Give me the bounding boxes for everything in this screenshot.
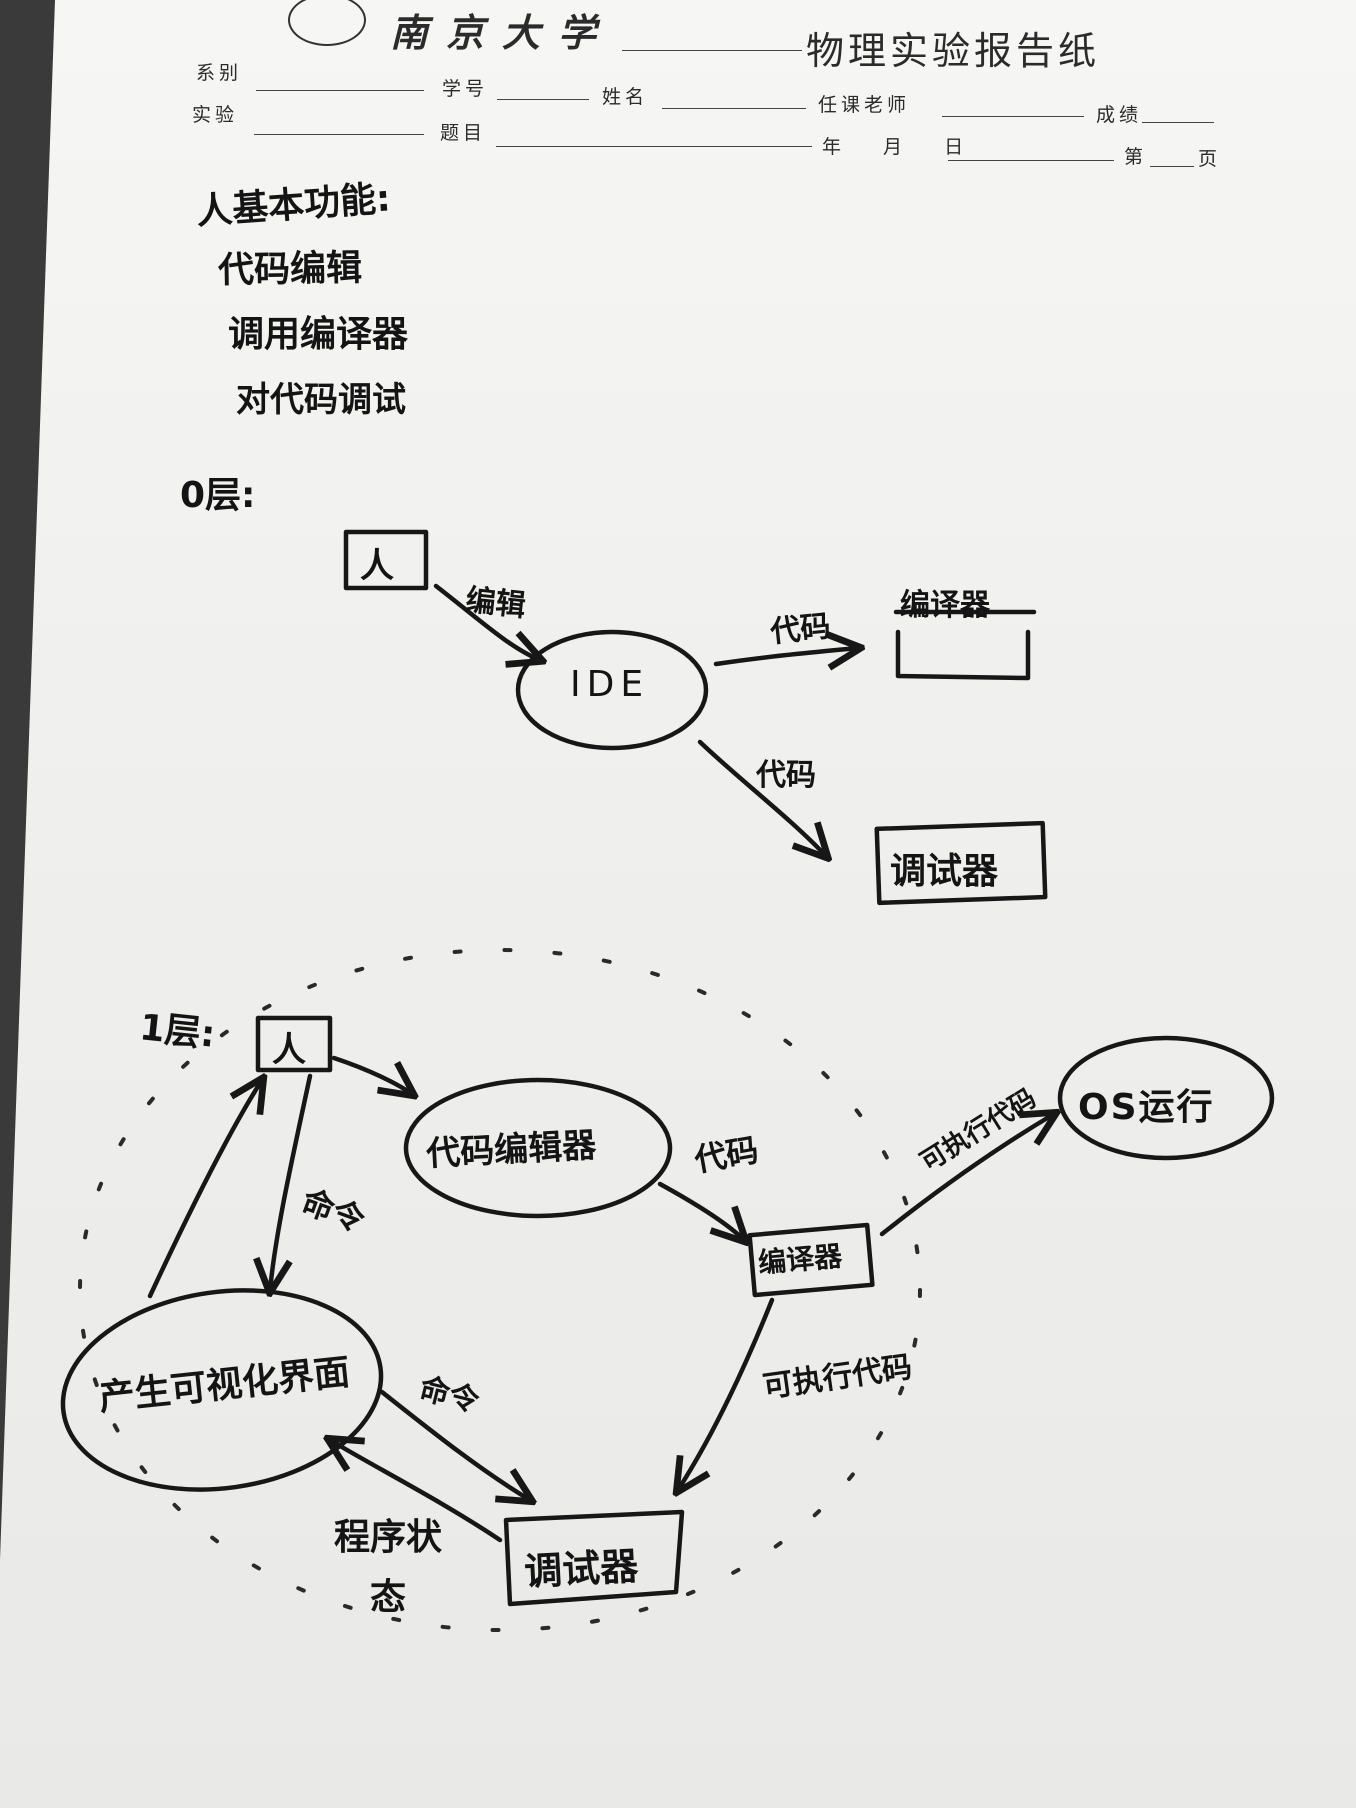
level0-compiler-box [895, 629, 1031, 681]
student-id-line [497, 99, 589, 100]
notes-item-call-compiler: 调用编译器 [228, 314, 409, 355]
level1-compiler-label: 编译器 [756, 1239, 844, 1280]
date-line [948, 160, 1114, 161]
name-label: 姓名 [602, 86, 649, 108]
level1-editor-label: 代码编辑器 [425, 1125, 598, 1175]
level0-compiler-label: 编译器 [900, 588, 990, 623]
department-line [256, 90, 424, 91]
level0-ide-node [515, 629, 709, 751]
level0-edge-edit-label: 编辑 [463, 582, 528, 625]
level1-label: 1层: [137, 1007, 218, 1056]
topic-label: 题目 [440, 122, 487, 144]
name-line [662, 108, 806, 109]
level1-edge-exec-to-debugger [678, 1297, 775, 1490]
level0-edge-edit [433, 583, 540, 660]
level0-person-box [343, 529, 429, 591]
university-name: 南京大学 [390, 10, 615, 55]
teacher-label: 任课老师 [818, 94, 911, 116]
level1-edge-program-state [330, 1440, 503, 1543]
level1-boundary [78, 948, 922, 1632]
teacher-line [942, 116, 1084, 117]
report-title: 物理实验报告纸 [806, 29, 1101, 73]
level1-visual-ui-node [60, 1288, 384, 1492]
level0-debugger-box [874, 820, 1048, 906]
level1-edge-ui-person [147, 1080, 262, 1299]
level0-edge-code-debugger-label: 代码 [756, 758, 816, 793]
grade-line [1142, 122, 1214, 123]
level1-debugger-box [503, 1509, 685, 1607]
course-blank-line [622, 50, 802, 51]
level1-os-run-label: OS运行 [1078, 1087, 1215, 1128]
level0-edge-code-debugger [697, 739, 826, 856]
experiment-label: 实验 [192, 104, 239, 126]
page-prefix-label: 第 [1124, 146, 1148, 168]
page-suffix-label: 页 [1198, 148, 1222, 170]
level0-edge-code-compiler [713, 648, 858, 664]
level1-edge-command-ui-debugger [379, 1389, 530, 1500]
topic-line [496, 146, 812, 147]
university-seal-icon [288, 0, 366, 46]
level1-compiler-box [747, 1222, 875, 1298]
level1-debugger-label: 调试器 [523, 1544, 640, 1594]
level0-edge-code-compiler-label: 代码 [768, 608, 833, 651]
level1-person-box [255, 1015, 333, 1073]
level1-edge-command-person-ui [270, 1073, 313, 1290]
page-number-line [1150, 166, 1194, 167]
level1-person-label: 人 [272, 1030, 306, 1070]
grade-label: 成绩 [1096, 104, 1143, 126]
level0-person-label: 人 [360, 546, 394, 586]
level1-edge-program-state-label: 程序状态 [333, 1517, 442, 1618]
level1-edge-exec-to-os [879, 1114, 1054, 1237]
level0-label: 0层: [180, 475, 256, 516]
notes-item-debug: 对代码调试 [236, 380, 406, 420]
student-id-label: 学号 [442, 78, 489, 100]
department-label: 系别 [196, 62, 243, 84]
level1-os-node [1057, 1035, 1275, 1161]
level0-debugger-label: 调试器 [890, 851, 999, 892]
level1-edge-code [657, 1181, 744, 1240]
level1-editor-node [403, 1077, 673, 1219]
date-label: 年 月 日 [822, 136, 982, 158]
level1-edge-person-editor [331, 1055, 412, 1094]
level0-ide-label: IDE [570, 664, 650, 705]
experiment-line [254, 134, 424, 135]
